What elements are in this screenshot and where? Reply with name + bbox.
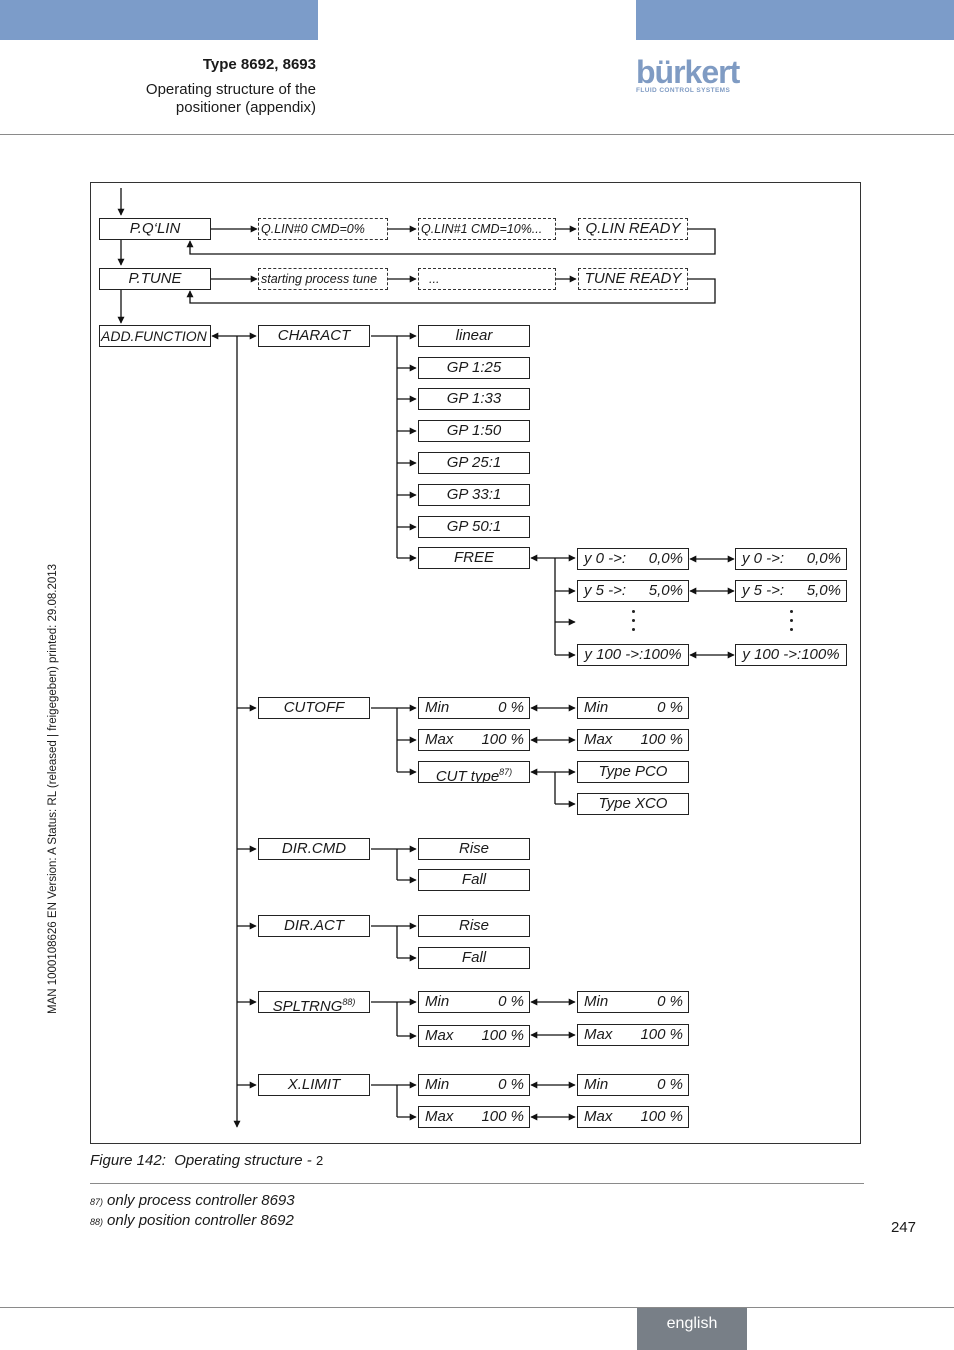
step-tune-start: starting process tune (258, 268, 388, 290)
menu-ptune: P.TUNE (99, 268, 211, 290)
function-cutoff: CUTOFF (258, 697, 370, 719)
ellipsis-dots (632, 610, 636, 637)
function-charact: CHARACT (258, 325, 370, 347)
free-y0: y 0 ->:0,0% (577, 548, 689, 570)
charact-option: GP 1:25 (418, 357, 530, 379)
free-y5-edit: y 5 ->:5,0% (735, 580, 847, 602)
function-dir-cmd: DIR.CMD (258, 838, 370, 860)
burkert-logo: bürkert FLUID CONTROL SYSTEMS (636, 54, 740, 94)
cut-type-xco: Type XCO (577, 793, 689, 815)
cutoff-cut-type: CUT type87) (418, 761, 530, 783)
footer-divider (0, 1307, 954, 1308)
doc-type-title: Type 8692, 8693 (202, 56, 316, 73)
ellipsis-dots (790, 610, 794, 637)
step-qlin1: Q.LIN#1 CMD=10%... (418, 218, 556, 240)
step-tune-ready: TUNE READY (578, 268, 688, 290)
step-qlin0: Q.LIN#0 CMD=0% (258, 218, 388, 240)
dir-act-rise: Rise (418, 915, 530, 937)
dir-cmd-rise: Rise (418, 838, 530, 860)
charact-option-free: FREE (418, 547, 530, 569)
footnote: 87)only process controller 8693 (90, 1192, 295, 1209)
language-tab: english (637, 1308, 747, 1350)
diagram-frame (90, 182, 861, 1144)
cut-type-pco: Type PCO (577, 761, 689, 783)
free-y100-edit: y 100 ->:100% (735, 644, 847, 666)
menu-add-function: ADD.FUNCTION (99, 325, 211, 347)
free-y0-edit: y 0 ->:0,0% (735, 548, 847, 570)
figure-caption: Figure 142: Operating structure - 2 (90, 1152, 324, 1169)
charact-option: linear (418, 325, 530, 347)
step-qlin-ready: Q.LIN READY (578, 218, 688, 240)
dir-cmd-fall: Fall (418, 869, 530, 891)
section-subtitle: Operating structure of the positioner (a… (145, 81, 316, 116)
menu-pqlin: P.Q‘LIN (99, 218, 211, 240)
footnote: 88)only position controller 8692 (90, 1212, 294, 1229)
page-number: 247 (890, 1219, 916, 1236)
header-band-left (0, 0, 318, 40)
charact-option: GP 1:33 (418, 388, 530, 410)
header-divider (0, 134, 954, 135)
charact-option: GP 33:1 (418, 484, 530, 506)
footnote-divider (90, 1183, 864, 1184)
header-band-right (636, 0, 954, 40)
step-tune-dots: ... (418, 268, 556, 290)
charact-option: GP 1:50 (418, 420, 530, 442)
function-xlimit: X.LIMIT (258, 1074, 370, 1096)
function-dir-act: DIR.ACT (258, 915, 370, 937)
free-y100: y 100 ->:100% (577, 644, 689, 666)
charact-option: GP 25:1 (418, 452, 530, 474)
function-spltrng: SPLTRNG88) (258, 991, 370, 1013)
charact-option: GP 50:1 (418, 516, 530, 538)
dir-act-fall: Fall (418, 947, 530, 969)
free-y5: y 5 ->:5,0% (577, 580, 689, 602)
